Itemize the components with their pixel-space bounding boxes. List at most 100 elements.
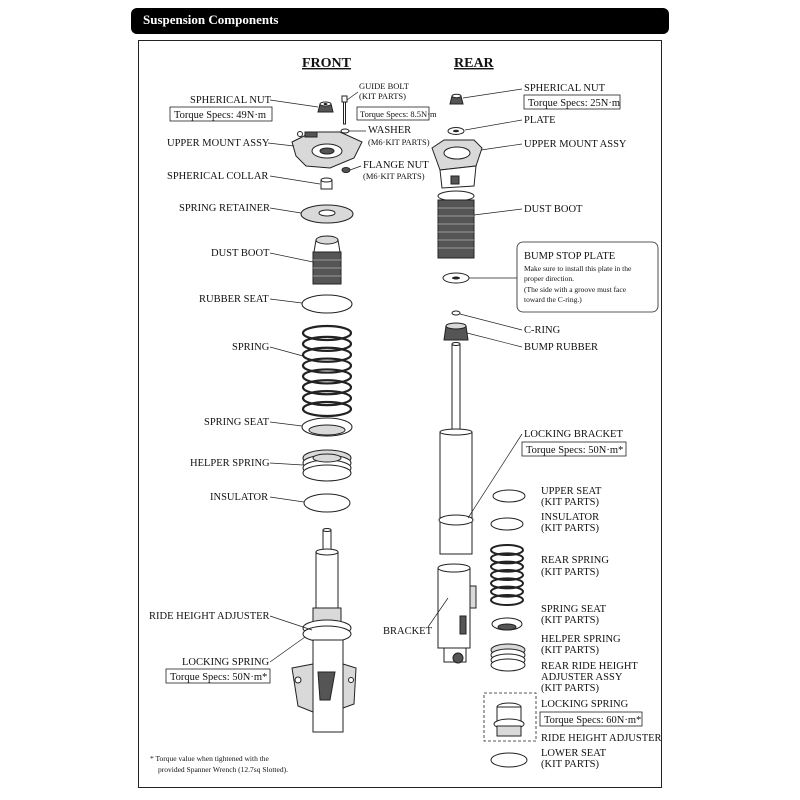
rear-spring-label: REAR SPRING — [541, 555, 609, 566]
rear-lower-seat-label: LOWER SEAT — [541, 748, 607, 759]
rear-spherical-nut-torque: Torque Specs: 25N·m — [528, 98, 620, 109]
rear-spring-kit: (KIT PARTS) — [541, 567, 600, 578]
rear-insulator-label: INSULATOR — [541, 512, 599, 523]
front-flange-nut-kit: (M6·KIT PARTS) — [363, 171, 425, 181]
rear-adjuster-assy-label-1: REAR RIDE HEIGHT — [541, 661, 638, 672]
front-ride-height-adjuster-label: RIDE HEIGHT ADJUSTER — [149, 611, 270, 622]
rear-dust-boot-label: DUST BOOT — [524, 204, 583, 215]
rear-upper-seat-label: UPPER SEAT — [541, 486, 602, 497]
rear-bump-rubber-label: BUMP RUBBER — [524, 342, 598, 353]
spring-coil — [301, 390, 353, 407]
rear-shock-part — [438, 342, 474, 555]
rear-bump-stop-note-4: toward the C-ring.) — [524, 295, 582, 304]
rear-locking-bracket-torque-box — [521, 441, 627, 457]
rear-ride-height-adjuster-label: RIDE HEIGHT ADJUSTER — [541, 733, 662, 744]
front-guide-bolt-torque-box — [356, 106, 430, 121]
rear-locking-bracket-torque: Torque Specs: 50N·m* — [526, 445, 623, 456]
front-locking-spring-label: LOCKING SPRING — [182, 657, 270, 668]
rear-bracket-part — [437, 563, 477, 664]
header-bar: Suspension Components — [131, 8, 669, 34]
rear-adjuster-assy-kit: (KIT PARTS) — [541, 683, 600, 694]
rear-bump-rubber-part — [443, 322, 469, 341]
rear-upper-seat-kit: (KIT PARTS) — [541, 497, 600, 508]
rear-plate-label: PLATE — [524, 115, 556, 126]
front-spherical-nut-label: SPHERICAL NUT — [190, 95, 272, 106]
spring-coil — [490, 569, 524, 581]
rear-lower-seat-part — [490, 752, 528, 768]
rear-bump-stop-plate-part — [442, 272, 470, 284]
rear-adjuster-assy-part — [483, 692, 537, 742]
front-helper-spring-label: HELPER SPRING — [190, 458, 270, 469]
front-guide-bolt-label: GUIDE BOLT — [359, 81, 410, 91]
rear-spherical-nut-label: SPHERICAL NUT — [524, 83, 606, 94]
spring-coil — [490, 577, 524, 590]
rear-helper-spring-part — [490, 643, 526, 672]
spring-coil — [301, 335, 353, 352]
front-washer-label: WASHER — [368, 125, 411, 136]
front-spring-label: SPRING — [232, 342, 270, 353]
rear-c-ring-part — [451, 310, 461, 316]
spring-coil — [301, 400, 353, 418]
rear-spring-part — [490, 544, 524, 606]
rear-c-ring-label: C-RING — [524, 325, 561, 336]
spring-coil — [301, 346, 353, 363]
spring-coil — [301, 324, 353, 342]
rear-bump-stop-note-box — [516, 241, 659, 313]
front-spherical-nut-torque-box — [169, 106, 273, 122]
rear-bump-stop-note-3: (The side with a groove must face — [524, 285, 627, 294]
front-spherical-nut-torque: Torque Specs: 49N·m — [174, 110, 266, 121]
rear-spherical-nut-torque-box — [523, 94, 621, 110]
footnote-line-1: * Torque value when tightened with the — [150, 754, 270, 763]
rear-adjuster-assy-label-2: ADJUSTER ASSY — [541, 672, 623, 683]
rear-helper-spring-kit: (KIT PARTS) — [541, 645, 600, 656]
rear-upper-mount-label: UPPER MOUNT ASSY — [524, 139, 627, 150]
diagram-frame — [138, 40, 662, 788]
front-insulator-part — [303, 493, 351, 513]
front-strut-part — [291, 528, 357, 733]
rear-upper-seat-part — [492, 489, 526, 503]
rear-plate-part — [447, 127, 465, 135]
rear-helper-spring-label: HELPER SPRING — [541, 634, 621, 645]
rear-bump-stop-title: BUMP STOP PLATE — [524, 251, 615, 262]
rear-insulator-kit: (KIT PARTS) — [541, 523, 600, 534]
front-spring-part — [301, 324, 353, 418]
front-dust-boot-part — [312, 235, 342, 285]
rear-dust-boot-part — [437, 190, 475, 259]
front-spring-seat-part — [301, 417, 353, 437]
front-flange-nut-part — [341, 167, 351, 173]
front-guide-bolt-kit: (KIT PARTS) — [359, 91, 406, 101]
rear-spring-seat-kit: (KIT PARTS) — [541, 615, 600, 626]
rear-locking-spring-label: LOCKING SPRING — [541, 699, 629, 710]
spring-coil — [490, 585, 524, 598]
rear-insulator-part — [490, 517, 524, 531]
spring-coil — [490, 544, 524, 556]
spring-coil — [301, 379, 353, 396]
front-dust-boot-label: DUST BOOT — [211, 248, 270, 259]
front-washer-part — [340, 128, 350, 134]
front-helper-spring-part — [302, 449, 352, 482]
front-spring-retainer-label: SPRING RETAINER — [179, 203, 270, 214]
front-insulator-label: INSULATOR — [210, 492, 268, 503]
front-rubber-seat-part — [301, 294, 353, 314]
spring-coil — [490, 552, 524, 565]
front-spherical-nut-part — [317, 101, 334, 113]
front-guide-bolt-part — [341, 95, 348, 125]
rear-upper-mount-part — [431, 139, 483, 189]
front-spring-seat-label: SPRING SEAT — [204, 417, 270, 428]
front-locking-spring-torque: Torque Specs: 50N·m* — [170, 672, 267, 683]
rear-spring-seat-label: SPRING SEAT — [541, 604, 607, 615]
rear-locking-spring-torque: Torque Specs: 60N·m* — [544, 715, 641, 726]
page-title: Suspension Components — [143, 12, 279, 27]
rear-locking-spring-torque-box — [539, 711, 643, 727]
front-rubber-seat-label: RUBBER SEAT — [199, 294, 269, 305]
footnote-line-2: provided Spanner Wrench (12.7sq Slotted)… — [158, 765, 288, 774]
rear-lower-seat-kit: (KIT PARTS) — [541, 759, 600, 770]
heading-rear: REAR — [454, 56, 495, 71]
spring-coil — [301, 368, 353, 385]
front-spherical-collar-label: SPHERICAL COLLAR — [167, 171, 268, 182]
front-upper-mount-part — [291, 131, 363, 169]
spring-coil — [490, 594, 524, 606]
rear-spherical-nut-part — [449, 93, 464, 105]
spring-coil — [490, 560, 524, 573]
front-upper-mount-label: UPPER MOUNT ASSY — [167, 138, 270, 149]
